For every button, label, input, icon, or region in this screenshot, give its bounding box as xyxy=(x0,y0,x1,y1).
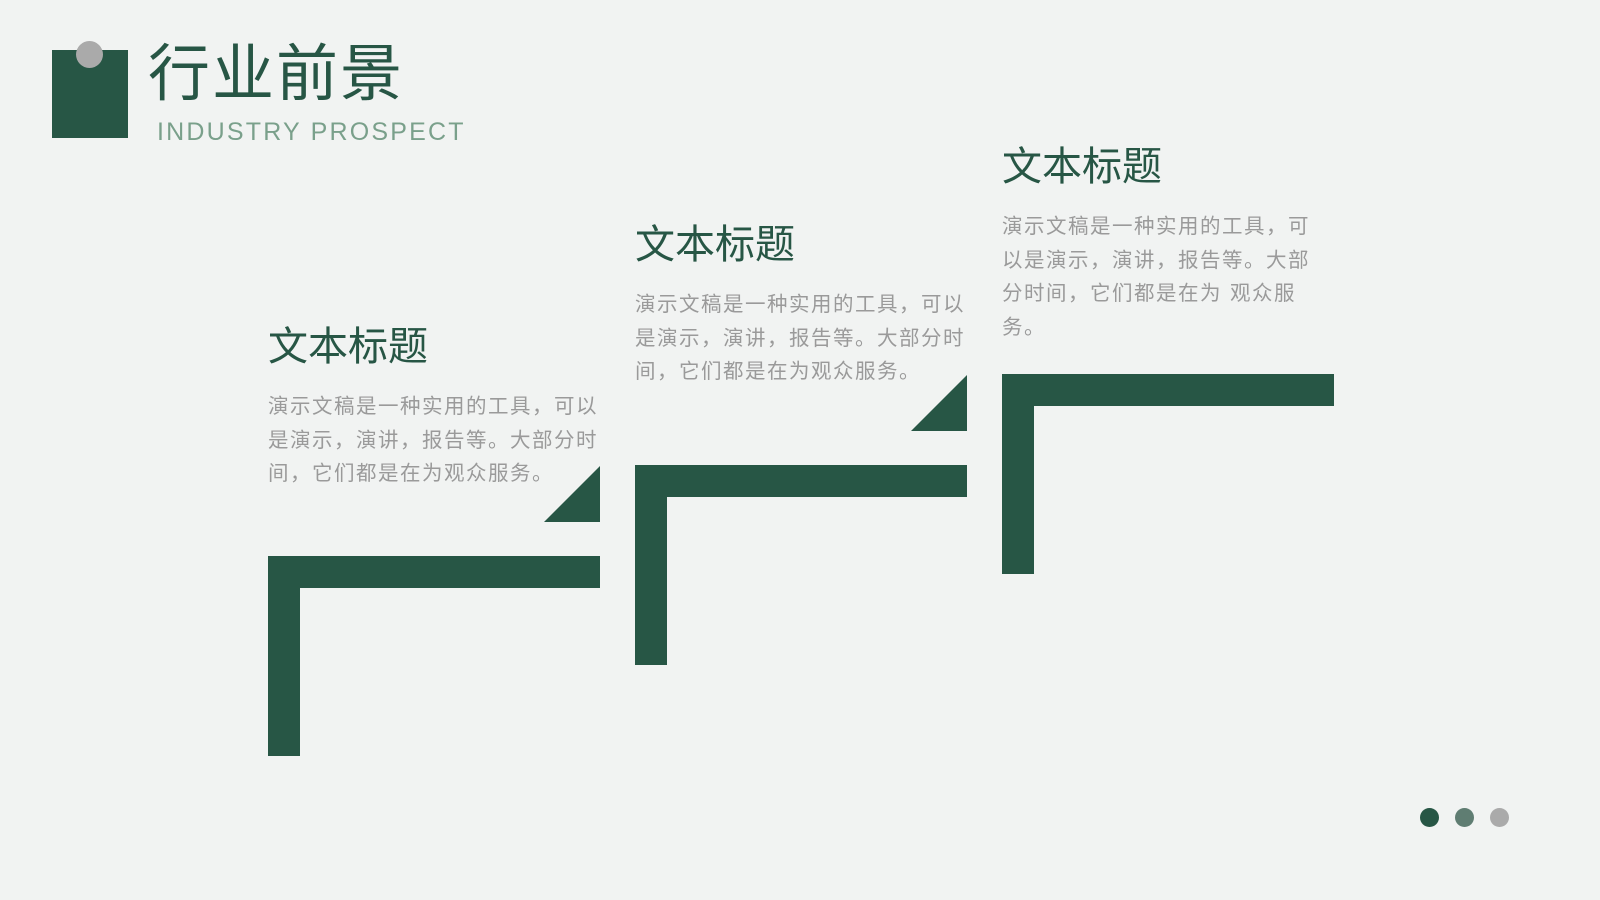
step-3-bracket-left xyxy=(1002,374,1034,574)
step-1-title: 文本标题 xyxy=(268,324,428,370)
step-1-bracket-left xyxy=(268,556,300,756)
step-1-bracket-top xyxy=(268,556,600,588)
step-1-bracket xyxy=(268,556,600,756)
step-3-body: 演示文稿是一种实用的工具，可以是演示，演讲，报告等。大部分时间，它们都是在为 观… xyxy=(1002,214,1310,339)
step-2-bracket-left xyxy=(635,465,667,665)
step-2-bracket-top xyxy=(635,465,967,497)
step-3-title: 文本标题 xyxy=(1002,144,1162,190)
logo-dot xyxy=(76,41,103,68)
step-2-body: 演示文稿是一种实用的工具，可以是演示，演讲，报告等。大部分时间，它们都是在为观众… xyxy=(635,292,965,383)
step-3-bracket xyxy=(1002,374,1334,574)
pagination xyxy=(1420,808,1509,827)
step-2-title: 文本标题 xyxy=(635,222,795,268)
step-2-bracket xyxy=(635,465,967,665)
step-2-triangle xyxy=(911,375,967,431)
step-3-bracket-top xyxy=(1002,374,1334,406)
page-title: 行业前景 xyxy=(148,37,405,110)
pagination-dot-3[interactable] xyxy=(1490,808,1509,827)
step-1-body: 演示文稿是一种实用的工具，可以是演示，演讲，报告等。大部分时间，它们都是在为观众… xyxy=(268,394,598,485)
step-1-triangle xyxy=(544,466,600,522)
pagination-dot-2[interactable] xyxy=(1455,808,1474,827)
page-subtitle: INDUSTRY PROSPECT xyxy=(157,118,466,146)
pagination-dot-1[interactable] xyxy=(1420,808,1439,827)
